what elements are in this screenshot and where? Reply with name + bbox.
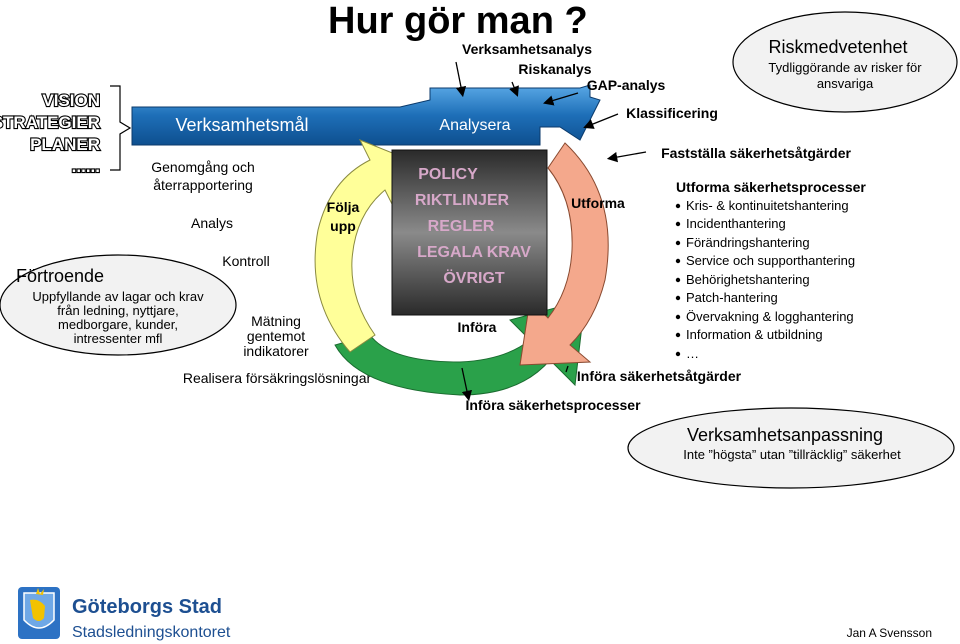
policy-item-1: POLICY	[418, 166, 478, 183]
process-item-1: Kris- & kontinuitetshantering	[686, 198, 849, 213]
process-item-6: Patch-hantering	[686, 290, 778, 305]
trust-line-1: Uppfyllande av lagar och krav	[32, 289, 204, 304]
stack-bracket	[110, 85, 132, 171]
risk-line-2: ansvariga	[817, 76, 874, 91]
klassificering-label: Klassificering	[626, 105, 718, 121]
arrow-infora-processes	[461, 367, 472, 402]
process-item-4: Service och supporthantering	[686, 253, 855, 268]
goal-banner-label: Verksamhetsmål	[175, 115, 308, 135]
faststalla-label: Fastställa säkerhetsåtgärder	[661, 145, 851, 161]
bullet-icon	[675, 258, 681, 264]
bullet-icon	[675, 314, 681, 320]
logo-name: Göteborgs Stad	[72, 596, 222, 618]
processes-heading: Utforma säkerhetsprocesser	[676, 179, 866, 195]
logo-unit: Stadsledningskontoret	[72, 624, 231, 641]
infora-label: Införa	[458, 319, 497, 335]
process-item-3: Förändringshantering	[686, 235, 810, 250]
infora-processes-label: Införa säkerhetsprocesser	[465, 397, 641, 413]
page-title: Hur gör man ?	[328, 0, 588, 42]
risk-title: Riskmedvetenhet	[768, 37, 907, 57]
arrow-verksamhetsanalys	[455, 61, 467, 98]
green-cycle-arrow	[334, 299, 586, 396]
process-item-7: Övervakning & logghantering	[686, 309, 854, 324]
utforma-label: Utforma	[571, 195, 625, 211]
process-item-2: Incidenthantering	[686, 216, 786, 231]
review-label-2: återrapportering	[153, 177, 253, 193]
folja-label-1: Följa	[327, 199, 360, 215]
arrow-infora-measures	[565, 365, 569, 373]
analysis-banner-label: Analysera	[439, 117, 510, 134]
realisera-label: Realisera försäkringslösningar	[183, 370, 372, 386]
process-item-9: …	[686, 346, 699, 361]
policy-item-4: LEGALA KRAV	[417, 244, 531, 261]
planer-label: PLANER	[30, 135, 100, 154]
matning-label-1: Mätning	[251, 313, 301, 329]
arrow-klassificering	[583, 113, 619, 129]
arrow-gap-analys	[543, 92, 579, 106]
bullet-icon	[675, 295, 681, 301]
processes-list: Kris- & kontinuitetshantering Incidentha…	[675, 198, 855, 361]
goal-banner-shape	[131, 84, 601, 146]
trust-line-2: från ledning, nyttjare,	[57, 303, 178, 318]
policy-box	[391, 149, 548, 316]
riskanalys-label: Riskanalys	[518, 61, 591, 77]
trust-title: Förtroende	[16, 266, 104, 286]
process-item-5: Behörighetshantering	[686, 272, 810, 287]
analys-label: Analys	[191, 215, 233, 231]
policy-item-2: RIKTLINJER	[415, 192, 510, 209]
goteborg-logo: Göteborgs Stad Stadsledningskontoret	[18, 587, 231, 641]
arrow-riskanalys	[509, 81, 519, 97]
review-label-1: Genomgång och	[151, 159, 255, 175]
bullet-icon	[675, 332, 681, 338]
risk-line-1: Tydliggörande av risker för	[768, 60, 922, 75]
policy-item-3: REGLER	[428, 218, 495, 235]
risk-ellipse	[732, 11, 958, 113]
matning-label-3: indikatorer	[243, 343, 309, 359]
business-ellipse	[627, 407, 955, 489]
trust-line-4: intressenter mfl	[74, 331, 163, 346]
bullet-icon	[675, 351, 681, 357]
salmon-cycle-arrow	[519, 142, 609, 366]
gap-analys-label: GAP-analys	[587, 77, 666, 93]
folja-label-2: upp	[330, 218, 356, 234]
business-line: Inte ”högsta” utan ”tillräcklig” säkerhe…	[683, 447, 901, 462]
bullet-icon	[675, 221, 681, 227]
trust-line-3: medborgare, kunder,	[58, 317, 178, 332]
trust-ellipse	[0, 254, 237, 356]
author-label: Jan A Svensson	[847, 626, 932, 640]
kontroll-label: Kontroll	[222, 253, 269, 269]
yellow-cycle-arrow	[314, 139, 411, 353]
infora-measures-label: Införa säkerhetsåtgärder	[577, 368, 742, 384]
bullet-icon	[675, 240, 681, 246]
vision-stack: VISION STRATEGIER PLANER ......	[0, 90, 101, 177]
bullet-icon	[675, 277, 681, 283]
arrow-faststalla	[606, 151, 647, 163]
verksamhetsanalys-label: Verksamhetsanalys	[462, 41, 592, 57]
matning-label-2: gentemot	[247, 328, 305, 344]
bullet-icon	[675, 203, 681, 209]
vision-label: VISION	[42, 91, 100, 110]
business-title: Verksamhetsanpassning	[687, 425, 883, 445]
policy-item-5: ÖVRIGT	[443, 268, 505, 287]
process-item-8: Information & utbildning	[686, 327, 823, 342]
ellipsis-label: ......	[72, 157, 100, 176]
strategier-label: STRATEGIER	[0, 113, 100, 132]
